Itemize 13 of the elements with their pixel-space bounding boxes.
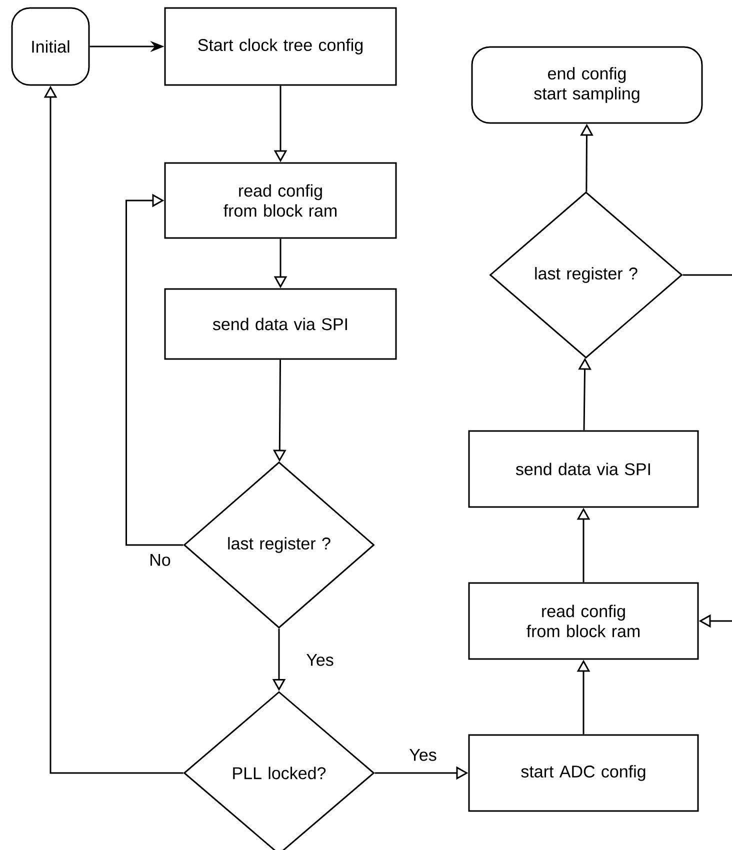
arrow (126, 194, 184, 546)
process-box: send data via SPI (164, 288, 397, 360)
process-box: read config from block ram (164, 162, 397, 239)
edge-label: No (148, 553, 172, 567)
process-box: start ADC config (468, 734, 699, 812)
process-box: Start clock tree config (164, 7, 397, 86)
edge-label: Yes (305, 653, 335, 667)
edge-label: Yes (408, 748, 438, 762)
process-box: send data via SPI (468, 430, 699, 508)
arrow (682, 274, 732, 628)
terminal-box: end config start sampling (471, 46, 703, 124)
process-box: read config from block ram (468, 582, 699, 660)
terminal-box: Initial (11, 7, 90, 86)
